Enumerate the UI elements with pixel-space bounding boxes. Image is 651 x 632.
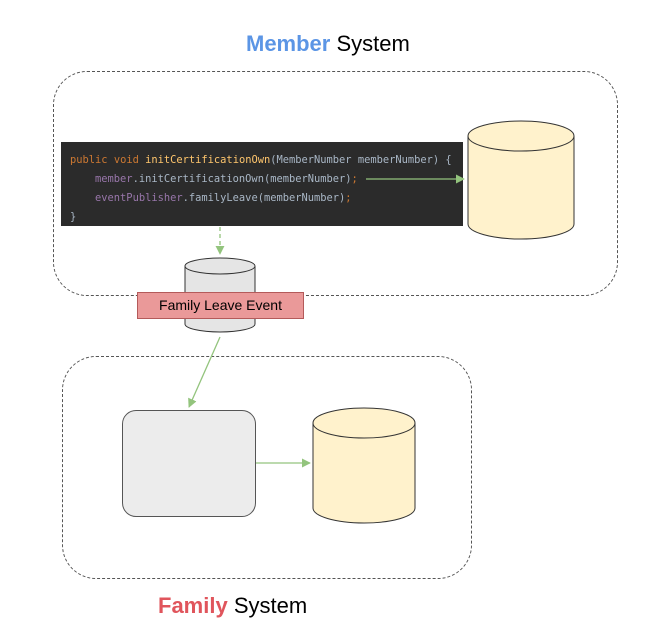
code-line-2: member.initCertificationOwn(memberNumber… xyxy=(70,173,358,185)
code-keyword-void: void xyxy=(113,154,139,166)
family-title-rest: System xyxy=(227,593,308,618)
code-semicolon: ; xyxy=(351,173,358,185)
family-leave-event-label: Family Leave Event xyxy=(137,292,304,319)
member-database-icon xyxy=(467,120,575,240)
code-line-3: eventPublisher.familyLeave(memberNumber)… xyxy=(70,192,352,204)
member-system-title: Member System xyxy=(246,31,410,57)
code-method-name: initCertificationOwn xyxy=(145,154,271,166)
member-system-boundary xyxy=(53,71,618,296)
code-call-family-leave: .familyLeave(memberNumber) xyxy=(182,192,346,204)
consume-arrow xyxy=(188,336,221,408)
member-title-rest: System xyxy=(330,31,410,56)
family-system-title: Family System xyxy=(158,593,307,619)
family-system-boundary xyxy=(62,356,472,579)
code-line-1: public void initCertificationOwn(MemberN… xyxy=(70,154,452,166)
code-line-4: } xyxy=(70,211,77,223)
family-database-icon xyxy=(312,407,416,524)
code-call-init: .initCertificationOwn(memberNumber) xyxy=(132,173,352,185)
member-title-accent: Member xyxy=(246,31,331,56)
family-title-accent: Family xyxy=(158,593,228,618)
code-field-member: member xyxy=(95,173,133,185)
code-method-params: (MemberNumber memberNumber) { xyxy=(270,154,452,166)
code-keyword-public: public xyxy=(70,154,108,166)
code-field-event-publisher: eventPublisher xyxy=(95,192,183,204)
code-snippet: public void initCertificationOwn(MemberN… xyxy=(61,142,463,226)
code-semicolon: ; xyxy=(345,192,352,204)
family-service-box xyxy=(122,410,256,517)
